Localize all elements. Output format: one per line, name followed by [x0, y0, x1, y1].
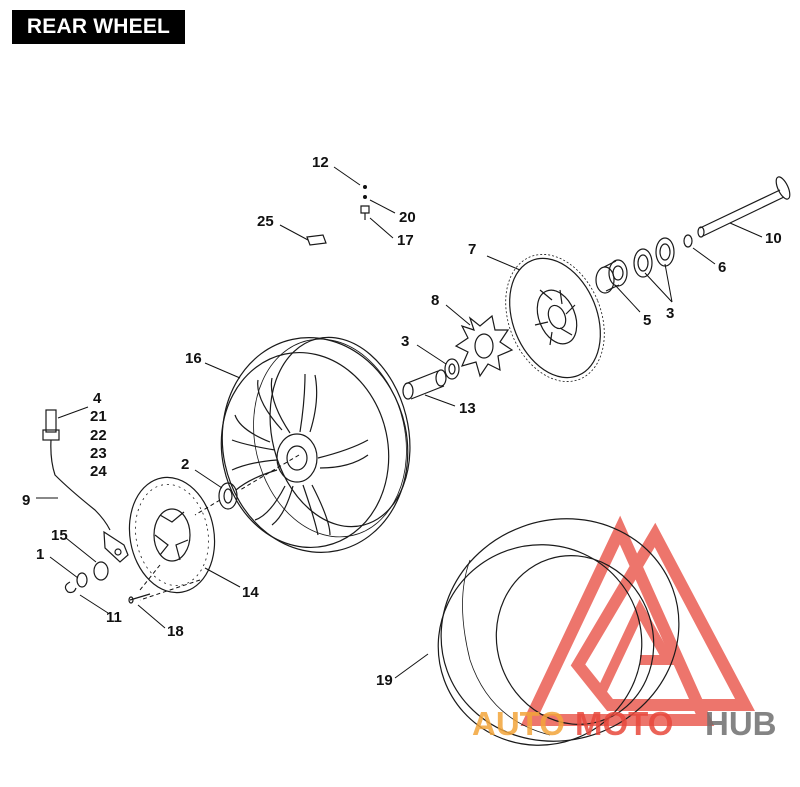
callout-labels: 12 20 17 25 7 10 6 8 3 5 3 16 13 4 21 22…	[22, 154, 782, 689]
callout-10: 10	[765, 230, 782, 247]
bearing-damper-part	[444, 358, 460, 380]
leader-lines	[36, 166, 763, 679]
callout-2: 2	[181, 456, 189, 473]
callout-9: 9	[22, 492, 30, 509]
callout-3-bearing: 3	[666, 305, 674, 322]
callout-13: 13	[459, 400, 476, 417]
spacer-tube-part	[402, 369, 447, 400]
brake-rotor-part	[128, 476, 216, 594]
watermark-moto: MOTO	[575, 705, 673, 742]
callout-16: 16	[185, 350, 202, 367]
watermark-logo-icon	[520, 515, 755, 726]
callout-25: 25	[257, 213, 274, 230]
bearing-left-part	[218, 482, 238, 510]
callout-12: 12	[312, 154, 329, 171]
nut-part	[76, 572, 88, 588]
callout-15: 15	[51, 527, 68, 544]
watermark-auto: AUTO	[472, 705, 565, 742]
callout-19: 19	[376, 672, 393, 689]
watermark-text: AUTO MOTO HUB	[472, 705, 777, 742]
callout-7: 7	[468, 241, 476, 258]
spacer-part	[595, 259, 628, 294]
callout-11: 11	[106, 609, 122, 626]
tire-part	[437, 518, 680, 746]
callout-3-damper: 3	[401, 333, 409, 350]
callout-6: 6	[718, 259, 726, 276]
balance-weight-part	[306, 234, 327, 246]
valve-stem-part	[360, 185, 370, 220]
callout-21: 21	[90, 408, 107, 425]
callout-5: 5	[643, 312, 651, 329]
callout-20: 20	[399, 209, 416, 226]
watermark-hub: HUB	[705, 705, 777, 742]
bearing-right-part	[633, 237, 675, 278]
diagram-title: REAR WHEEL	[12, 10, 185, 44]
damper-part	[454, 314, 514, 378]
wheel-rim-part	[220, 336, 411, 553]
callout-22: 22	[90, 427, 107, 444]
callout-8: 8	[431, 292, 439, 309]
callout-1: 1	[36, 546, 44, 563]
callout-24: 24	[90, 463, 107, 480]
axle-part	[697, 176, 791, 238]
rotor-screw-part	[128, 593, 151, 604]
callout-18: 18	[167, 623, 184, 640]
spacer-ring-part	[683, 234, 693, 248]
washer-part	[93, 561, 109, 581]
speed-sensor-part	[42, 409, 129, 563]
callout-4: 4	[93, 390, 102, 407]
callout-14: 14	[242, 584, 259, 601]
sprocket-part	[505, 254, 605, 382]
callout-23: 23	[90, 445, 107, 462]
callout-17: 17	[397, 232, 414, 249]
clip-part	[64, 581, 77, 594]
